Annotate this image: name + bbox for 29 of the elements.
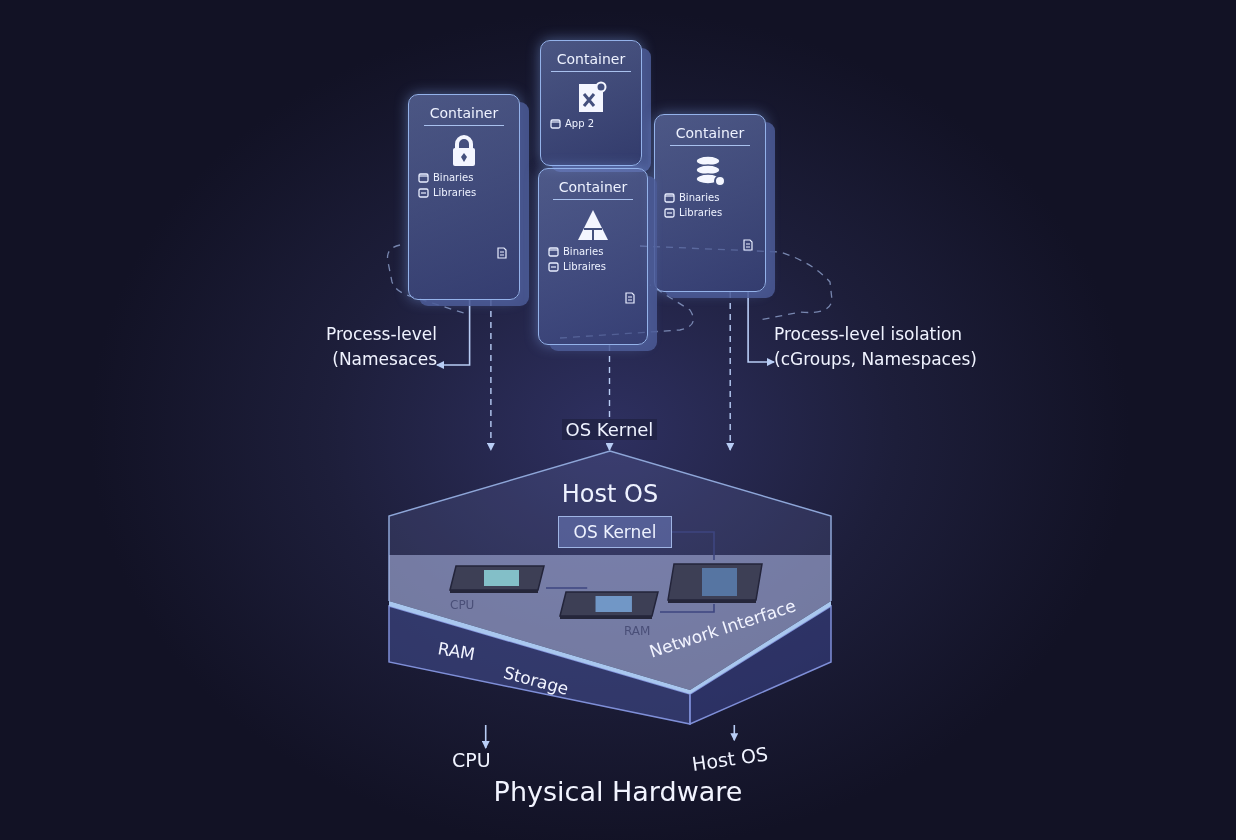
component-label: Binaries [679,192,720,203]
arrow [747,291,775,366]
slab-title: Host OS [560,480,660,508]
container-title: Container [669,125,751,146]
component-label: Libraries [679,207,723,218]
component-label: Binaries [433,172,474,183]
component-label: Libraries [433,187,477,198]
arrow [481,724,490,749]
arrow [436,299,471,369]
component-label: Binaries [563,246,604,257]
component-label: Libraires [563,261,606,272]
container-title: Container [550,51,632,72]
annotation-text: Process-level isolation (cGroups, Namespaces) [774,322,1006,376]
edge-label: OS Kernel [561,418,658,440]
chip-drawing [664,560,764,604]
connector-line [659,603,715,613]
component-label: App 2 [565,118,595,129]
arrow [605,344,614,451]
connector-line [671,531,715,561]
annotation-text: Process-level (Namesaces [262,322,437,376]
connector-line [545,587,588,589]
hardware-label: RAM [436,638,477,665]
arrow [730,724,739,742]
arrow [726,291,735,451]
hardware-label: CPU [452,748,504,774]
kernel-box: OS Kernel [558,516,672,548]
container-title: Container [423,105,505,126]
arrow [486,299,495,451]
container-title: Container [552,179,634,200]
